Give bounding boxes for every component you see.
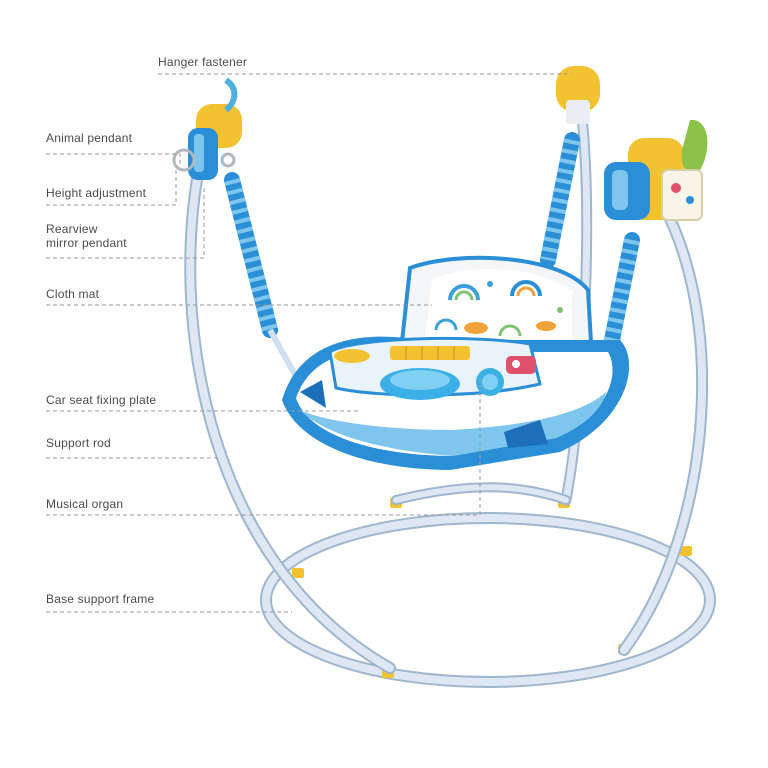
base-support-frame: [260, 498, 716, 688]
label-cloth-mat: Cloth mat: [46, 287, 100, 301]
leader-height-adjustment: [46, 166, 177, 206]
leader-musical-organ: [46, 378, 481, 516]
label-rearview-mirror-pendant: Rearview mirror pendant: [46, 222, 127, 250]
cloth-mat: [424, 268, 572, 358]
foot: [680, 546, 692, 556]
musical-organ: [328, 336, 542, 400]
label-musical-organ: Musical organ: [46, 497, 124, 511]
foot: [292, 568, 304, 578]
label-height-adjustment: Height adjustment: [46, 186, 147, 200]
support-rods: [184, 84, 709, 674]
rearview-mirror-pendant: [604, 119, 708, 221]
label-support-rod: Support rod: [46, 436, 111, 450]
leader-rearview-mirror: [46, 186, 205, 259]
hanger-fastener: [556, 66, 600, 124]
animal-pendant: [172, 148, 236, 172]
label-car-seat-fixing-plate: Car seat fixing plate: [46, 393, 157, 407]
label-rearview-mirror-line2: mirror pendant: [46, 236, 127, 250]
leader-animal-pendant: [46, 153, 181, 165]
leader-lines: [46, 73, 572, 613]
label-hanger-fastener: Hanger fastener: [158, 55, 248, 69]
label-rearview-mirror-line1: Rearview: [46, 222, 98, 236]
label-base-support-frame: Base support frame: [46, 592, 155, 606]
height-adjustment: [188, 77, 242, 180]
label-animal-pendant: Animal pendant: [46, 131, 133, 145]
